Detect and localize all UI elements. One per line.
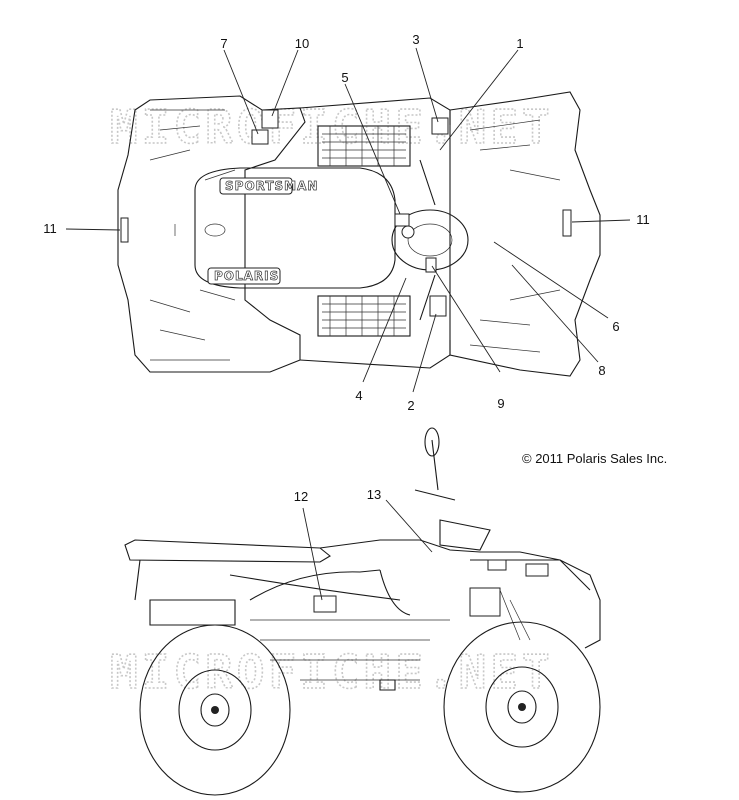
rear-rim <box>178 669 252 751</box>
leader-7 <box>223 49 259 135</box>
hand-guard <box>439 519 491 551</box>
seat-logo-decal <box>207 267 281 285</box>
leader-12 <box>302 507 323 601</box>
footrest-top <box>317 125 411 167</box>
rear-hub <box>200 693 230 727</box>
callout-12: 12 <box>294 489 308 504</box>
callout-9: 9 <box>497 396 504 411</box>
leader-10 <box>271 49 299 117</box>
footpeg <box>379 679 396 691</box>
watermark-top: MICROFICHE.NET <box>110 100 554 154</box>
front-suspension <box>499 589 531 641</box>
footwell-top <box>317 125 411 167</box>
front-fender <box>449 91 601 377</box>
light-1 <box>487 559 507 571</box>
leader-lines <box>65 47 631 601</box>
leader-11-front <box>571 219 631 223</box>
callout-5: 5 <box>341 70 348 85</box>
decal-11-rear <box>120 217 129 243</box>
side-panel <box>379 569 411 616</box>
decal-11-front <box>562 209 572 237</box>
fuel-cap <box>401 225 415 239</box>
leader-2 <box>412 313 437 393</box>
seat-latch <box>204 223 226 237</box>
decal-10 <box>261 109 279 129</box>
front-tire <box>443 621 601 793</box>
handlebar-side <box>414 489 456 501</box>
callout-11-front: 11 <box>636 212 650 227</box>
leader-4 <box>362 277 407 383</box>
leader-11-rear <box>65 228 121 231</box>
watermark-bottom: MICROFICHE.NET <box>110 645 554 699</box>
decal-12 <box>313 595 337 613</box>
seat-logo-text: POLARIS <box>214 269 279 283</box>
front-rack <box>470 559 591 591</box>
callout-7: 7 <box>220 36 227 51</box>
callout-6: 6 <box>612 319 619 334</box>
front-hub <box>507 690 537 724</box>
front-axle <box>518 703 526 711</box>
callout-13: 13 <box>367 487 381 502</box>
rear-rack-leg <box>134 559 141 601</box>
rear-box <box>149 599 236 626</box>
callout-3: 3 <box>412 32 419 47</box>
leader-1 <box>439 49 519 151</box>
footrest-bottom <box>317 295 411 337</box>
callout-1: 1 <box>516 36 523 51</box>
atv-side-view <box>124 427 601 796</box>
leader-13 <box>385 499 433 553</box>
leader-8 <box>511 264 599 363</box>
leader-5 <box>344 83 401 215</box>
leader-3 <box>415 47 439 123</box>
decal-7 <box>251 129 269 145</box>
callout-labels: 7 10 5 3 1 11 11 6 8 9 2 4 12 13 <box>43 32 650 504</box>
rear-tire <box>139 624 291 796</box>
rear-fender-side <box>249 569 381 601</box>
leader-6 <box>493 241 609 319</box>
leader-9 <box>431 265 501 373</box>
rear-fender <box>117 95 306 373</box>
decal-9 <box>425 257 437 273</box>
atv-top-view: SPORTSMAN POLARIS <box>117 91 601 377</box>
mirror-stem <box>431 439 439 491</box>
callout-10: 10 <box>295 36 309 51</box>
rear-axle <box>211 706 219 714</box>
light-2 <box>525 563 549 577</box>
mirror <box>424 427 440 457</box>
body-profile <box>319 539 601 649</box>
front-rim <box>485 666 559 748</box>
decal-2 <box>429 295 447 317</box>
footwell-bottom <box>317 295 411 337</box>
decal-3 <box>431 117 449 135</box>
callout-4: 4 <box>355 388 362 403</box>
front-shock <box>469 587 501 617</box>
seat-side <box>229 574 401 601</box>
model-logo-text: SPORTSMAN <box>225 179 318 193</box>
callout-8: 8 <box>598 363 605 378</box>
fuel-tank-inner <box>407 223 453 257</box>
model-logo-decal <box>219 177 293 195</box>
handlebar-bottom <box>419 274 436 321</box>
copyright-text: © 2011 Polaris Sales Inc. <box>522 451 667 466</box>
rear-fender-texture <box>149 109 236 361</box>
frame-lines <box>250 619 450 681</box>
rear-rack <box>124 539 331 563</box>
decal-5 <box>394 213 410 227</box>
front-fender-texture <box>469 119 561 353</box>
handlebar-top <box>419 159 436 206</box>
callout-2: 2 <box>407 398 414 413</box>
callout-11-rear: 11 <box>43 221 57 236</box>
